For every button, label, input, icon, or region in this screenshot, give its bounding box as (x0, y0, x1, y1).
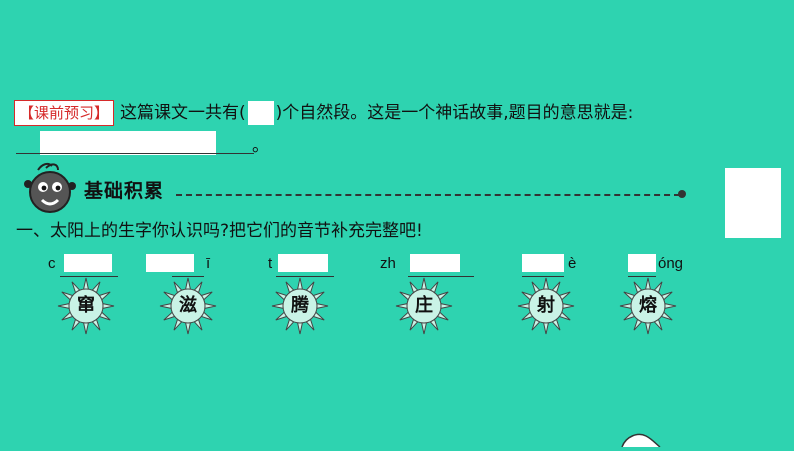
pinyin-answer-box[interactable] (628, 254, 656, 272)
pinyin-slot-1: c (48, 254, 120, 278)
pinyin-underline (172, 276, 204, 277)
pinyin-slot-3: t (268, 254, 338, 278)
pinyin-underline (628, 276, 656, 277)
pinyin-answer-box[interactable] (522, 254, 564, 272)
sun-disc (68, 288, 104, 324)
pinyin-answer-box[interactable] (278, 254, 328, 272)
pinyin-underline (522, 276, 564, 277)
sun-disc (282, 288, 318, 324)
decorative-curl-icon (620, 430, 670, 448)
pinyin-underline (408, 276, 474, 277)
answer-underline (16, 153, 254, 154)
pinyin-initial: c (48, 255, 56, 272)
sun-character-text: 熔 (639, 295, 657, 316)
sun-icon (395, 277, 453, 335)
pinyin-final: óng (658, 255, 684, 272)
sun-character-2: 滋 (158, 276, 218, 336)
question-1-text: 一、太阳上的生字你认识吗?把它们的音节补充完整吧! (16, 221, 423, 241)
sun-icon (159, 277, 217, 335)
preview-text-before: 这篇课文一共有( (120, 103, 246, 123)
sun-character-5: 射 (516, 276, 576, 336)
sun-character-text: 射 (537, 295, 555, 316)
pinyin-slot-2: ī (146, 254, 216, 278)
sun-character-text: 腾 (291, 295, 309, 316)
pinyin-slot-4: zh (380, 254, 480, 278)
pinyin-final: è (568, 255, 577, 272)
pinyin-underline (276, 276, 334, 277)
sun-icon (517, 277, 575, 335)
sun-character-3: 腾 (270, 276, 330, 336)
pinyin-slot-5: è (522, 254, 592, 278)
pinyin-answer-box[interactable] (410, 254, 460, 272)
preview-period: 。 (252, 136, 269, 156)
mascot-icon (18, 162, 82, 218)
section-divider (176, 194, 680, 196)
sun-character-1: 窜 (56, 276, 116, 336)
pinyin-initial: t (268, 255, 273, 272)
pinyin-initial: zh (380, 255, 396, 272)
sun-disc (528, 288, 564, 324)
pinyin-final: ī (206, 255, 211, 272)
paragraph-count-answer-box[interactable] (247, 101, 274, 125)
divider-end-dot (678, 190, 686, 198)
sun-icon (57, 277, 115, 335)
section-title: 基础积累 (84, 180, 165, 202)
pinyin-answer-box[interactable] (146, 254, 194, 272)
sun-character-text: 窜 (77, 295, 95, 316)
side-answer-box[interactable] (725, 168, 781, 238)
pinyin-answer-box[interactable] (64, 254, 112, 272)
preview-text-after: )个自然段。这是一个神话故事,题目的意思就是: (275, 103, 634, 123)
sun-disc (406, 288, 442, 324)
pinyin-underline (60, 276, 118, 277)
preview-question: 这篇课文一共有( )个自然段。这是一个神话故事,题目的意思就是: (120, 100, 633, 126)
sun-icon (271, 277, 329, 335)
sun-disc (630, 288, 666, 324)
sun-character-6: 熔 (618, 276, 678, 336)
sun-disc (170, 288, 206, 324)
title-meaning-answer-box[interactable] (40, 131, 216, 155)
sun-character-text: 庄 (415, 295, 433, 316)
pinyin-slot-6: óng (624, 254, 704, 278)
sun-icon (619, 277, 677, 335)
preview-tag: 【课前预习】 (14, 100, 115, 126)
sun-character-text: 滋 (179, 295, 197, 316)
sun-character-4: 庄 (394, 276, 454, 336)
